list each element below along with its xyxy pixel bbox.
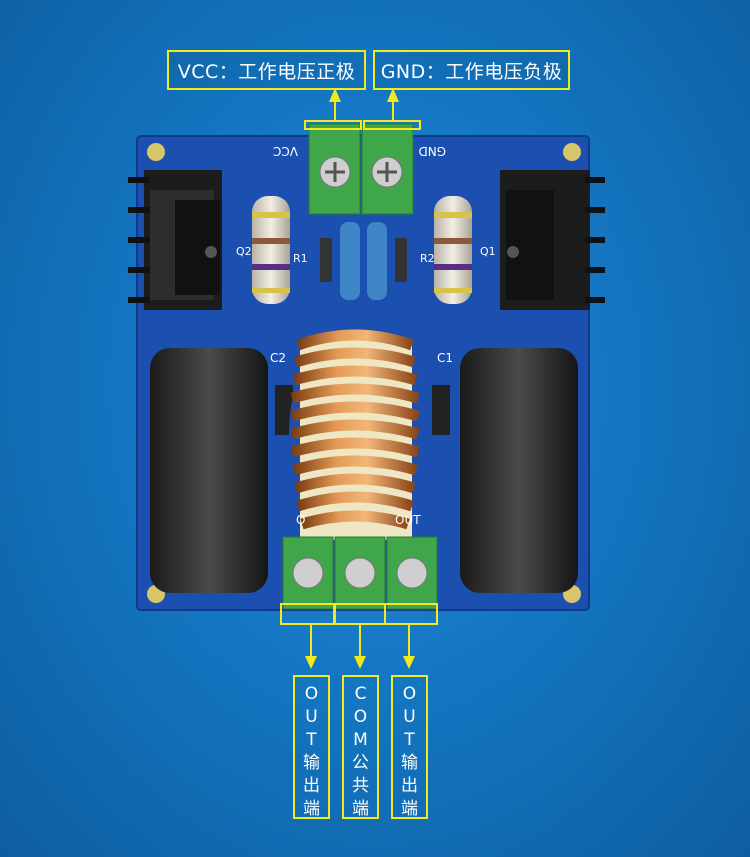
com-char: C	[354, 684, 367, 704]
out-right-char: T	[404, 730, 415, 750]
out-right-char: 输	[401, 753, 418, 773]
silk-q1: Q1	[480, 245, 496, 258]
silk-q2: Q2	[236, 245, 252, 258]
silk-c1: C1	[437, 351, 453, 365]
silk-r2: R2	[420, 252, 435, 265]
out-right-label: O U T 输 出 端	[391, 675, 428, 819]
com-label: C O M 公 共 端	[342, 675, 379, 819]
silk-c2: C2	[270, 351, 286, 365]
out-left-char: T	[306, 730, 317, 750]
out-right-char: 端	[401, 799, 418, 819]
silk-gnd: GND	[418, 144, 446, 158]
silk-out-right: OUT	[395, 513, 421, 527]
com-char: O	[353, 707, 368, 727]
com-char: 共	[352, 776, 369, 796]
capacitor-c1	[460, 348, 578, 593]
out-right-char: U	[403, 707, 416, 727]
arrows	[305, 88, 415, 669]
out-left-char: 输	[303, 753, 320, 773]
terminal-bottom	[282, 536, 438, 610]
com-char: 公	[352, 753, 369, 773]
out-left-label: O U T 输 出 端	[293, 675, 330, 819]
out-left-char: 端	[303, 799, 320, 819]
vcc-label: VCC：工作电压正极	[167, 50, 366, 90]
resistor-r2	[434, 196, 472, 304]
silk-r1: R1	[293, 252, 308, 265]
out-left-char: O	[304, 684, 319, 704]
capacitor-c2	[150, 348, 268, 593]
out-left-char: 出	[303, 776, 320, 796]
out-left-char: U	[305, 707, 318, 727]
com-char: M	[353, 730, 368, 750]
heatsink-right	[500, 170, 605, 310]
annotation-lines	[280, 94, 438, 661]
com-char: 端	[352, 799, 369, 819]
silk-vcc: VCC	[273, 144, 298, 158]
toroid-coil	[289, 327, 425, 540]
silk-out-left: O	[296, 513, 305, 527]
out-right-char: 出	[401, 776, 418, 796]
out-right-char: O	[402, 684, 417, 704]
resistor-r1	[252, 196, 290, 304]
heatsink-left	[128, 170, 222, 310]
terminal-top	[308, 123, 414, 215]
gnd-label: GND：工作电压负极	[373, 50, 570, 90]
